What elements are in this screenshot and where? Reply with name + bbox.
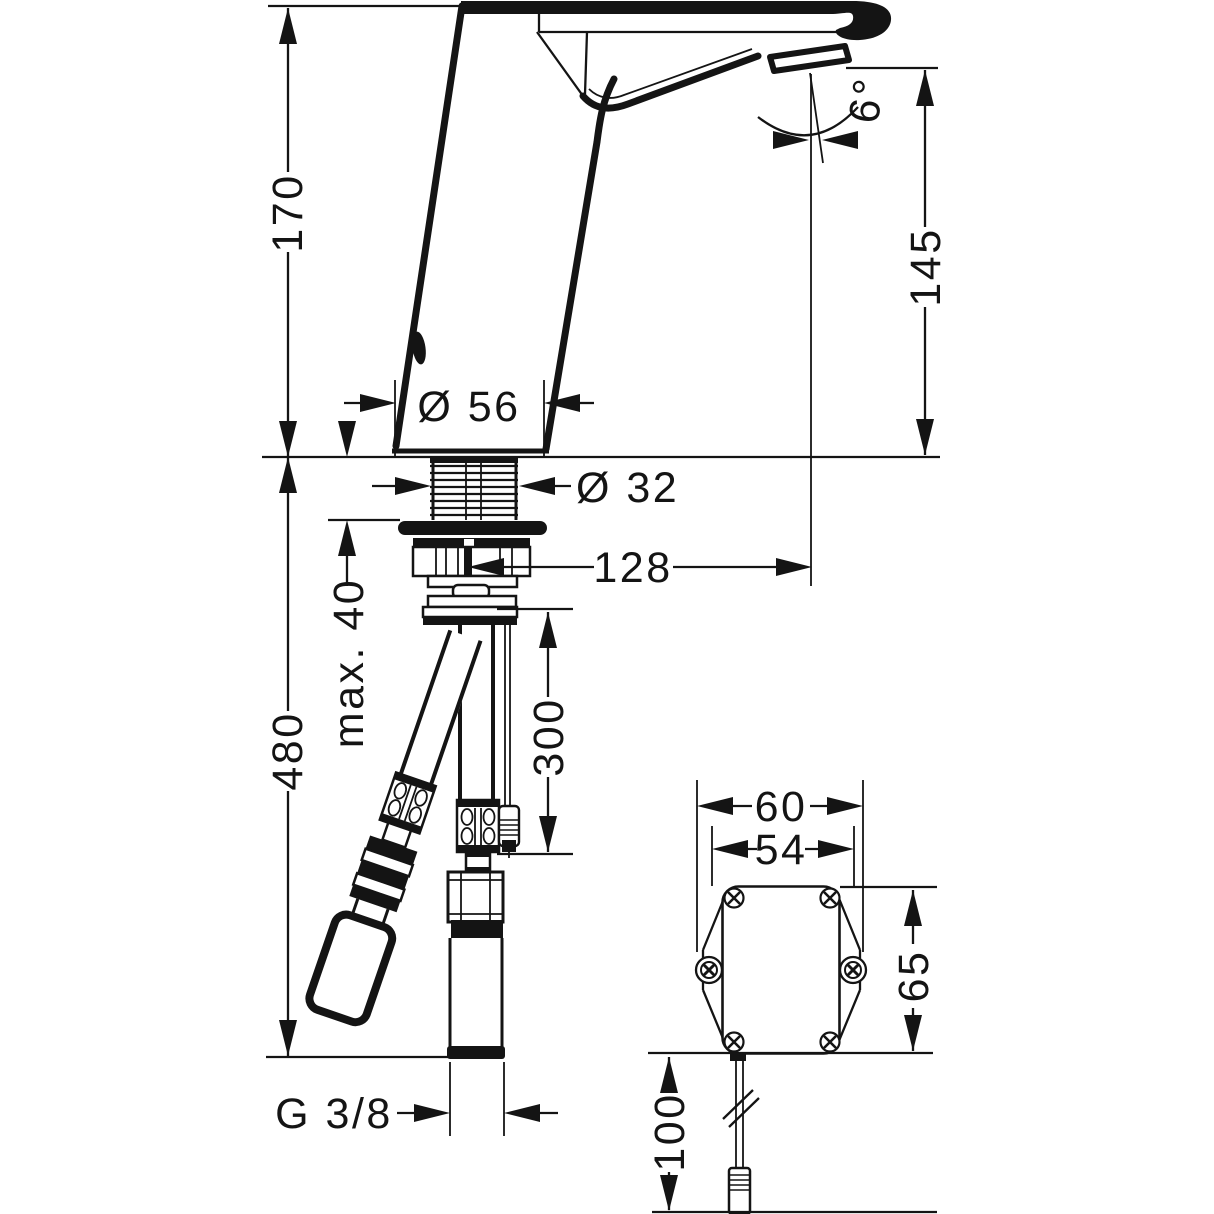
shank-sides <box>431 459 518 520</box>
dim-480-label: 480 <box>264 711 312 790</box>
control-box-view <box>694 885 868 1214</box>
cable-wires <box>504 625 511 806</box>
dim-box-inner-width: 54 <box>711 826 855 886</box>
braid-pattern <box>387 782 428 824</box>
dim-spout-outlet-height: 145 <box>902 70 950 455</box>
faucet-sensor-cable <box>497 625 521 858</box>
dim-hose-length: 480 <box>264 457 312 1056</box>
vertical-supply-hose <box>446 625 505 1059</box>
faucet-front-view <box>392 1 892 454</box>
dim-145-label: 145 <box>902 227 950 306</box>
dim-supply-thread: G 3/8 <box>275 1062 558 1138</box>
mounting-nut-slots <box>435 547 513 576</box>
fitting-band-5 <box>349 884 401 913</box>
dim-overall-height: 170 <box>264 8 312 493</box>
nut-band-lower <box>426 594 518 609</box>
dim-g38-label: G 3/8 <box>275 1090 393 1138</box>
shank-top <box>430 458 518 463</box>
dim-d32-label: Ø 32 <box>576 464 679 512</box>
hose-end-plug <box>305 910 397 1027</box>
mounting-washer <box>398 521 547 535</box>
screw-icon <box>723 1031 745 1053</box>
screw-icon <box>694 955 724 985</box>
dim-shank-diameter: Ø 32 <box>372 464 679 512</box>
connector-end-cap <box>447 1046 505 1059</box>
fitting-band-1 <box>365 835 418 865</box>
dim-spout-reach: 128 <box>468 74 812 592</box>
braid-band-top <box>393 772 436 793</box>
body-right-edge <box>542 75 618 453</box>
dim-box-height: 65 <box>890 890 938 1051</box>
dim-128-label: 128 <box>593 544 672 592</box>
nut-collar <box>451 920 503 938</box>
spout-body-notch <box>536 31 589 97</box>
shank-threads <box>430 464 518 517</box>
dim-60-label: 60 <box>755 783 808 831</box>
dim-d56-label: Ø 56 <box>417 383 520 431</box>
dim-spout-angle: 6° <box>757 72 894 164</box>
fitting-band-3 <box>357 860 409 890</box>
mounting-shank-assembly <box>398 458 547 625</box>
neck-band-top <box>466 852 490 857</box>
dim-6deg-label: 6° <box>840 74 894 126</box>
box-side-screws <box>694 955 868 985</box>
dim-base-diameter: Ø 56 <box>344 380 594 456</box>
mounting-band-notch <box>464 539 474 546</box>
hose-braid-coupling <box>455 798 501 854</box>
hose-tube <box>398 629 483 788</box>
diagonal-supply-hose <box>305 629 483 1027</box>
infrared-sensor-window <box>412 331 426 365</box>
screw-icon <box>819 1031 841 1053</box>
braid-band-bottom <box>379 813 422 834</box>
cable-break-symbol <box>722 1089 760 1128</box>
box-cable-gland <box>730 1052 746 1061</box>
dim-300-label: 300 <box>525 697 573 776</box>
cable-plug-ribs <box>499 819 519 836</box>
dim-max-mounting-thickness: max. 40 <box>325 421 400 748</box>
dim-100-label: 100 <box>646 1092 694 1171</box>
dim-65-label: 65 <box>890 950 938 1003</box>
box-wings <box>701 890 862 1049</box>
dim-54-label: 54 <box>755 826 808 874</box>
box-plug-ribs <box>729 1174 750 1191</box>
connector-tube <box>448 938 504 1050</box>
cable-plug-tip <box>502 840 516 852</box>
neck-band-bottom <box>466 867 490 872</box>
dim-max40-label: max. 40 <box>325 578 373 748</box>
box-body <box>721 885 841 1055</box>
faucet-top-cap <box>461 1 892 41</box>
dim-box-cable-length: 100 <box>646 1057 694 1211</box>
spout-nozzle <box>767 43 852 74</box>
screw-icon <box>723 887 745 909</box>
dim-sensor-cable-length: 300 <box>497 607 573 856</box>
spout-underside <box>579 52 762 112</box>
braid-band-bottom <box>457 845 499 852</box>
braid-pattern <box>460 808 496 845</box>
body-left-edge <box>392 2 466 450</box>
screw-icon <box>838 955 868 985</box>
dim-box-outer-width: 60 <box>696 780 864 952</box>
hex-nut-facets <box>448 872 503 922</box>
shank-bore <box>465 459 482 520</box>
hose-manifold-base <box>423 617 517 625</box>
braid-band-top <box>457 800 499 807</box>
box-corner-screws <box>723 887 841 1053</box>
dim-170-label: 170 <box>264 173 312 252</box>
screw-icon <box>819 887 841 909</box>
center-axis-mark <box>464 547 472 585</box>
